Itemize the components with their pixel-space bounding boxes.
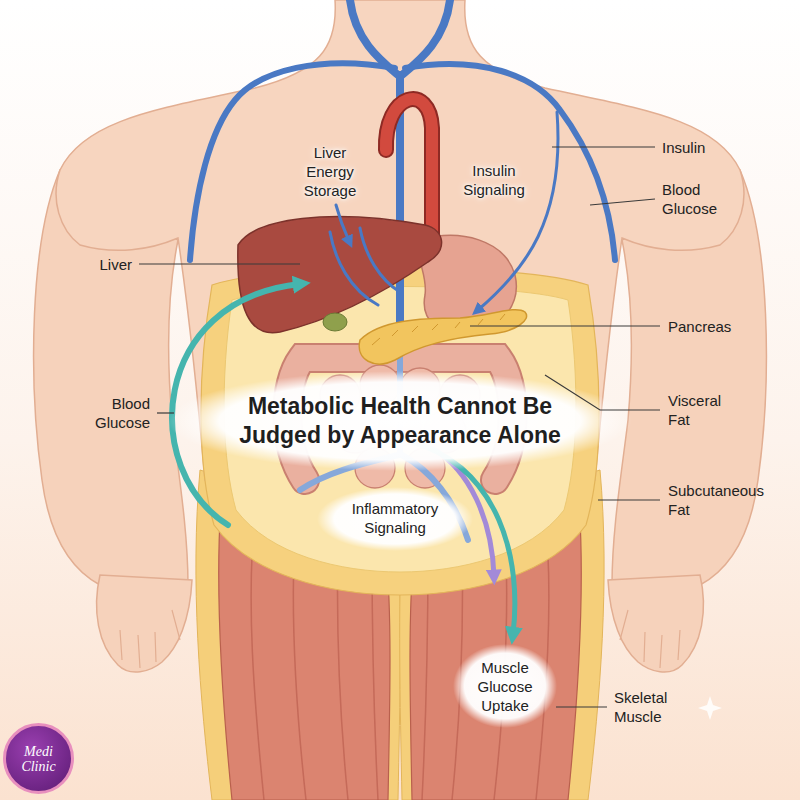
process-label: Inflammatory Signaling <box>340 499 450 537</box>
clinic-logo: Medi Clinic <box>3 723 74 794</box>
finger-lines <box>120 610 180 668</box>
energy-storage-arrow <box>336 205 349 241</box>
left-hand <box>97 575 192 672</box>
label-glow <box>453 644 557 728</box>
label-glow <box>317 487 473 551</box>
right-hand <box>608 575 703 672</box>
tissue-label: Skeletal Muscle <box>614 688 689 726</box>
organ-label: Pancreas <box>668 317 778 336</box>
leader-line <box>590 199 655 205</box>
leader-line <box>470 325 660 326</box>
leader-line <box>545 375 660 410</box>
tissue-label: Subcutaneous Fat <box>668 481 786 519</box>
organ-label: Liver <box>72 255 132 274</box>
hepatic-veins <box>330 228 400 305</box>
leader-line <box>598 499 660 500</box>
torso <box>56 0 744 480</box>
leader-line <box>157 412 174 413</box>
process-label: Liver Energy Storage <box>295 143 365 200</box>
tissue-label: Visceral Fat <box>668 391 740 429</box>
diagram-title: Metabolic Health Cannot Be Judged by App… <box>210 392 590 450</box>
finger-lines <box>620 610 680 668</box>
liver <box>238 217 442 333</box>
leader-lines <box>139 147 660 707</box>
pancreas-texture <box>372 314 505 345</box>
leader-line <box>139 263 300 264</box>
signal-label: Blood Glucose <box>662 180 742 218</box>
sparkle <box>698 696 722 720</box>
leader-line <box>552 146 655 147</box>
signal-label: Blood Glucose <box>70 394 150 432</box>
leader-line <box>556 706 607 707</box>
process-label: Muscle Glucose Uptake <box>469 658 541 715</box>
logo-text: Medi Clinic <box>15 744 63 774</box>
pancreas <box>359 310 526 364</box>
gallbladder <box>323 313 347 331</box>
hormone-label: Insulin <box>662 138 782 157</box>
process-label: Insulin Signaling <box>454 161 534 199</box>
insulin-signal-arrow <box>478 112 558 310</box>
